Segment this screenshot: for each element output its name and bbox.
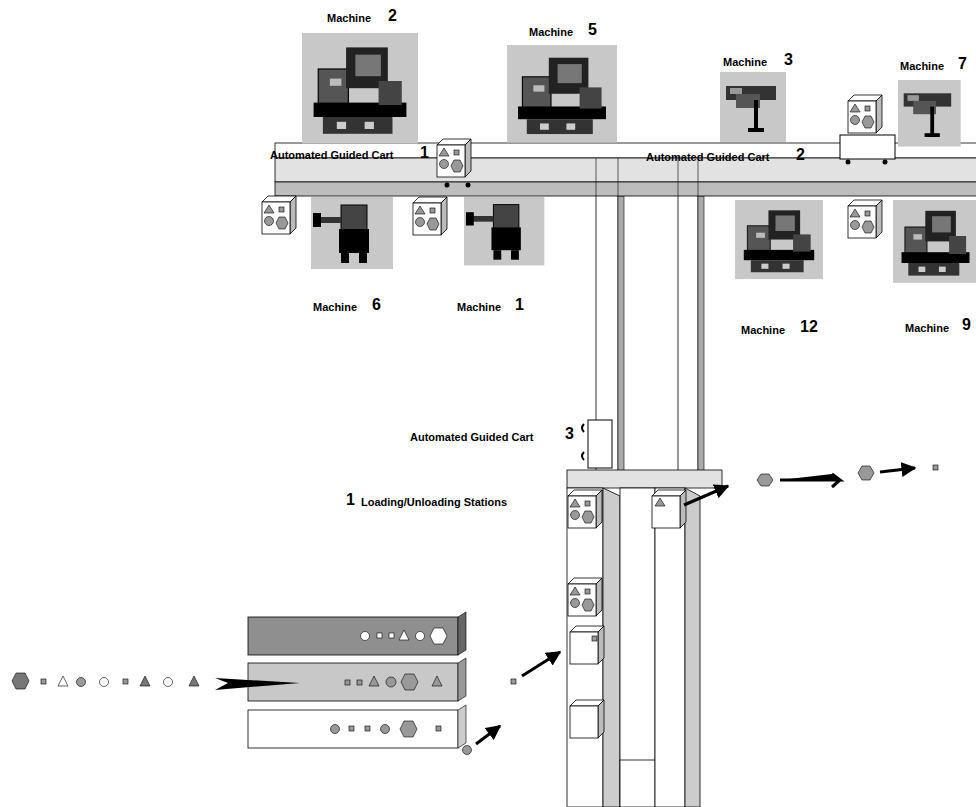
label-text: Machine bbox=[529, 27, 573, 38]
label-text: Automated Guided Cart bbox=[646, 152, 769, 163]
callout-number: 9 bbox=[962, 317, 971, 333]
callout-number: 1 bbox=[346, 492, 355, 508]
callout-number: 5 bbox=[588, 22, 597, 38]
label-text: Machine bbox=[900, 61, 944, 72]
callout-number: 1 bbox=[420, 145, 429, 161]
label-text: Machine bbox=[741, 325, 785, 336]
label-text: Machine bbox=[327, 13, 371, 24]
callout-number: 7 bbox=[958, 56, 967, 72]
label-text: Machine bbox=[723, 57, 767, 68]
label-text: Machine bbox=[313, 302, 357, 313]
callout-number: 2 bbox=[796, 147, 805, 163]
callout-number: 6 bbox=[372, 297, 381, 313]
label-text: Loading/Unloading Stations bbox=[361, 497, 507, 508]
label-text: Machine bbox=[457, 302, 501, 313]
callout-number: 2 bbox=[388, 8, 397, 24]
callout-number: 3 bbox=[784, 52, 793, 68]
callout-number: 12 bbox=[800, 319, 818, 335]
label-text: Machine bbox=[905, 323, 949, 334]
callout-number: 3 bbox=[565, 426, 574, 442]
label-text: Automated Guided Cart bbox=[410, 432, 533, 443]
callout-number: 1 bbox=[515, 297, 524, 313]
label-text: Automated Guided Cart bbox=[270, 150, 393, 161]
